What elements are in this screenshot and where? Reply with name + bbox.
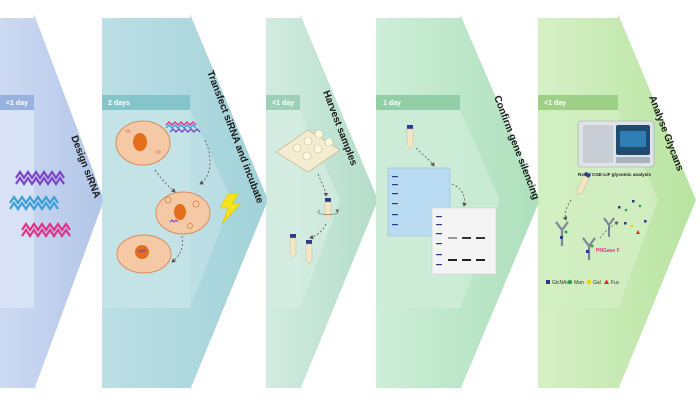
sirna-small-icon — [165, 121, 201, 133]
glcnac-square-icon — [546, 280, 550, 284]
step-2-duration: 2 days — [108, 100, 130, 107]
tube-icon — [406, 125, 414, 150]
legend-gal: Gal — [593, 280, 601, 286]
legend-fuc: Fuc — [611, 280, 620, 286]
tube-spin-icon — [317, 198, 339, 221]
released-glycans-icon — [618, 200, 647, 234]
step-4-duration: 1 day — [383, 100, 401, 107]
well-plate-icon — [275, 129, 341, 173]
step-5-duration: <1 day — [544, 100, 566, 107]
tubes-icon — [289, 234, 313, 265]
cell-transfected-icon — [155, 191, 211, 235]
antibody-icon — [555, 217, 615, 260]
step-3-duration: <1 day — [272, 100, 294, 107]
fuc-triangle-icon — [604, 279, 609, 284]
sirna-strands-icon — [9, 170, 71, 238]
enzyme-label: PNGase F — [596, 248, 620, 254]
western-blot-icon — [431, 207, 497, 275]
cge-lif-instrument-icon — [577, 120, 655, 168]
gal-circle-icon — [586, 279, 592, 285]
instrument-caption: Rapid CGE-LIF glycomic analysis — [578, 172, 651, 177]
lightning-icon — [219, 193, 241, 225]
man-circle-icon — [567, 279, 573, 285]
cell-silenced-icon — [116, 234, 172, 274]
glycan-legend: GlcNAc Man Gal Fuc — [546, 279, 620, 286]
tube-icon-step5 — [576, 171, 591, 196]
cell-icon — [115, 120, 171, 166]
step-1-duration: <1 day — [6, 100, 28, 107]
legend-glcnac: GlcNAc — [552, 280, 569, 286]
legend-man: Man — [574, 280, 584, 286]
